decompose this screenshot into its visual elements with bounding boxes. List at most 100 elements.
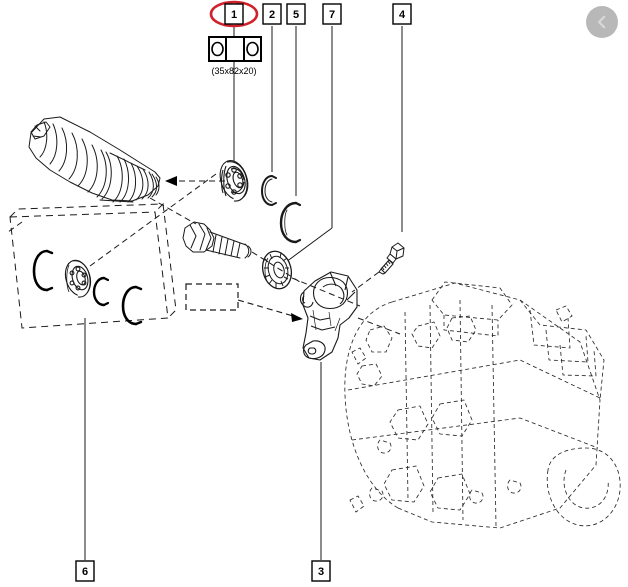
bracket-foot-hole [307, 347, 317, 355]
boot-pleat-2 [49, 123, 58, 165]
bearing-dimension-text: (35x82x20) [211, 66, 256, 76]
gearbox-body-rib-1 [404, 311, 409, 501]
kit-ring-a-lug-bot [45, 286, 54, 292]
gearbox-rear-housing [519, 299, 605, 401]
boot-small-end [30, 121, 51, 140]
kit-box-depth-edge [9, 203, 165, 218]
bracket-left-lug [299, 291, 314, 308]
gearbox-output-bore [563, 469, 609, 509]
gearbox-bolt-flange-3 [555, 305, 573, 323]
bearing-ball-3 [237, 182, 243, 188]
boot-pleat-7 [96, 149, 107, 198]
bracket-marker-arrowhead [291, 313, 303, 322]
boot-clamp-outline [101, 151, 112, 200]
gearbox-body-rib-3 [459, 299, 464, 521]
callout-2[interactable]: 2 [262, 3, 282, 25]
boot-joint-line-2 [127, 162, 136, 203]
gearbox-body-rib-4 [491, 304, 497, 527]
snap-ring-lug-top [271, 175, 277, 179]
bracket-marker-box [185, 283, 239, 311]
boot-body-bottom [99, 199, 134, 203]
o-ring-highlight [284, 209, 288, 236]
callout-3-box [311, 560, 331, 582]
boot-pleat-4 [68, 132, 78, 180]
kit-bearing-inner [71, 265, 89, 291]
o-ring-gap-top [294, 201, 302, 207]
kit-bearing-ball-6 [69, 270, 75, 276]
callout-6[interactable]: 6 [75, 560, 95, 582]
callout-3-label: 3 [318, 566, 324, 578]
boot-end-ring-2 [147, 171, 154, 199]
kit-ring-b-lug-top [102, 276, 110, 282]
bearing-ball-1 [231, 167, 237, 173]
bolt-thread-2 [385, 262, 389, 267]
gearbox-detail-cluster-3 [411, 321, 441, 349]
callout-4-label: 4 [399, 9, 406, 21]
previous-image-button[interactable] [586, 6, 618, 38]
part-3-bearing-support-bracket [299, 271, 358, 361]
callout-7[interactable]: 7 [322, 3, 342, 25]
bracket-foot [303, 340, 326, 360]
gearbox-detail-cluster-7 [383, 465, 425, 503]
bearing-spec-symbol: (35x82x20) [208, 36, 262, 76]
gearbox-body-rib-2 [429, 304, 434, 513]
callout-4[interactable]: 4 [392, 3, 412, 25]
bracket-location-marker [185, 283, 303, 322]
kit-box-trajectory-upper [7, 221, 23, 233]
gearbox-detail-cluster-2 [356, 363, 383, 387]
hub-spline-tooth-8 [283, 276, 289, 280]
leader-lines [84, 26, 403, 560]
boot-pleat-5 [77, 138, 88, 187]
gearbox-bolt-flange-2 [349, 495, 365, 513]
kit-bearing-ball-3 [81, 280, 87, 286]
callout-2-box [262, 3, 282, 25]
gearbox-boss-2 [369, 487, 384, 502]
kit-ring-b-lug-bot [102, 301, 110, 307]
boot-joint-housing [112, 155, 123, 203]
boot-joint-line-1 [119, 158, 129, 203]
bolt-thread-4 [381, 266, 385, 271]
gearbox-split-line [347, 359, 601, 399]
gearbox-boss-1 [377, 439, 392, 454]
gearbox-detail-cluster-8 [429, 473, 471, 511]
kit-bearing [64, 259, 92, 298]
bracket-rib-3 [346, 291, 356, 301]
bearing-symbol-ball-right [246, 41, 259, 57]
boot-arrowhead [165, 176, 177, 186]
leader-line-7b [285, 227, 333, 263]
bracket-marker-leader [237, 299, 301, 319]
bearing-ball-6 [225, 172, 231, 178]
callout-4-box [392, 3, 412, 25]
bolt-to-bracket-trajectory [351, 271, 380, 293]
bracket-rib-2 [344, 276, 349, 291]
kit-bearing-ball-1 [75, 266, 81, 272]
intermediate-shaft [182, 221, 252, 259]
boot-pleat-1 [39, 121, 48, 158]
bracket-left-lug-hole [302, 295, 306, 304]
boot-end-tip [155, 176, 160, 196]
part-5-o-ring [279, 201, 302, 244]
boot-pleat-3 [58, 127, 67, 172]
hub-spline-tooth-11 [279, 252, 282, 259]
kit-box-depth-edge-2 [162, 203, 177, 319]
gearbox-detail-cluster-6 [431, 399, 473, 437]
shaft-spline-2 [218, 236, 223, 255]
snap-ring-inner [264, 178, 273, 203]
hub-spline-tooth-1 [269, 253, 273, 260]
kit-ring-a-lug-top [45, 249, 54, 255]
shaft-end-cap [244, 243, 250, 259]
bracket-to-gearbox-trajectory [357, 317, 401, 335]
bracket-bearing-bore [322, 283, 345, 305]
gearbox-housing [344, 281, 621, 529]
gearbox-rear-detail-2 [545, 329, 589, 363]
part-6-repair-kit-box [9, 203, 177, 329]
boot-pleat-6 [87, 144, 98, 193]
o-ring-gap-bottom [294, 238, 302, 244]
kit-bearing-ball-2 [81, 272, 87, 278]
callout-1-highlight-ellipse [209, 0, 259, 28]
kit-ring-b [92, 276, 110, 307]
callout-3[interactable]: 3 [311, 560, 331, 582]
callout-1[interactable]: 1 [209, 0, 259, 28]
gearbox-top-plate-edge [443, 315, 499, 337]
callout-5[interactable]: 5 [286, 3, 306, 25]
